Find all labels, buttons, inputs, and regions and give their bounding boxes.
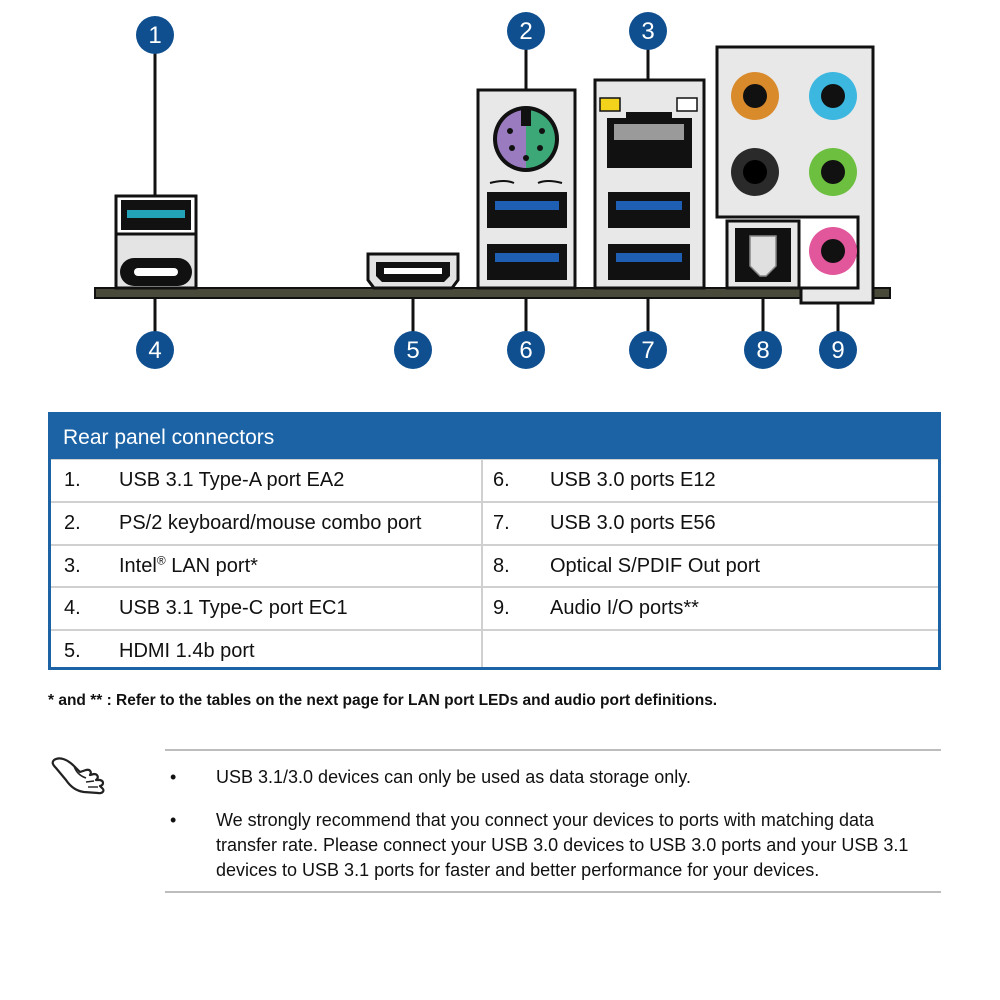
item-label: PS/2 keyboard/mouse combo port — [119, 512, 422, 535]
rear-panel-connectors-table: Rear panel connectors 1. USB 3.1 Type-A … — [48, 412, 941, 670]
bullet: • — [170, 810, 177, 830]
item-number: 4. — [64, 597, 81, 620]
table-cell: 8. Optical S/PDIF Out port — [482, 546, 938, 586]
callout-number: 6 — [519, 337, 532, 364]
table-row: 2. PS/2 keyboard/mouse combo port 7. USB… — [51, 501, 938, 543]
optical-spdif-port — [725, 219, 801, 290]
item-label: Optical S/PDIF Out port — [550, 554, 761, 577]
callout-6: 6 — [507, 331, 545, 369]
footnote: * and ** : Refer to the tables on the ne… — [48, 692, 718, 709]
callout-7: 7 — [629, 331, 667, 369]
table-cell: 5. HDMI 1.4b port — [51, 631, 481, 671]
table-title: Rear panel connectors — [51, 415, 938, 459]
audio-jack-green — [809, 148, 857, 196]
table-cell: 6. USB 3.0 ports E12 — [482, 460, 938, 501]
table-row: 5. HDMI 1.4b port — [51, 628, 938, 671]
callout-number: 1 — [148, 22, 161, 49]
table-cell: 7. USB 3.0 ports E56 — [482, 503, 938, 543]
callout-2: 2 — [507, 12, 545, 50]
usb31-type-c-port — [114, 232, 198, 290]
audio-jack-black — [731, 148, 779, 196]
note-text: USB 3.1/3.0 devices can only be used as … — [216, 767, 691, 787]
item-label-rest: LAN port* — [165, 554, 258, 577]
notes-divider-bottom — [165, 891, 941, 893]
column-divider — [481, 459, 483, 667]
item-number: 1. — [64, 469, 81, 491]
callout-number: 5 — [406, 337, 419, 364]
item-number: 8. — [493, 554, 510, 577]
callout-number: 9 — [831, 337, 844, 364]
table-cell: 3. Intel® LAN port* — [51, 546, 481, 586]
item-label: USB 3.0 ports E56 — [550, 512, 716, 535]
callout-5: 5 — [394, 331, 432, 369]
usb30-port-e6 — [608, 244, 690, 280]
table-row: 4. USB 3.1 Type-C port EC1 9. Audio I/O … — [51, 586, 938, 628]
pointing-hand-icon — [51, 757, 105, 795]
usb30-port-e2 — [487, 244, 567, 280]
audio-jack-pink — [809, 227, 857, 275]
item-label-brand: Intel — [119, 554, 157, 577]
item-number: 6. — [493, 469, 510, 491]
item-label: USB 3.0 ports E12 — [550, 469, 716, 491]
usb30-port-e5 — [608, 192, 690, 228]
note-text: We strongly recommend that you connect y… — [216, 810, 909, 880]
callout-9: 9 — [819, 331, 857, 369]
callout-1: 1 — [136, 16, 174, 54]
item-label: Audio I/O ports** — [550, 597, 699, 620]
item-label: USB 3.1 Type-A port EA2 — [119, 469, 345, 491]
lan-led-yellow — [599, 97, 621, 112]
lan-port — [607, 112, 692, 168]
table-cell: 9. Audio I/O ports** — [482, 588, 938, 628]
callout-4: 4 — [136, 331, 174, 369]
table-row: 1. USB 3.1 Type-A port EA2 6. USB 3.0 po… — [51, 459, 938, 501]
callout-number: 4 — [148, 337, 161, 364]
callout-8: 8 — [744, 331, 782, 369]
bullet: • — [170, 767, 177, 787]
callout-number: 8 — [756, 337, 769, 364]
item-number: 2. — [64, 512, 81, 535]
callout-number: 3 — [641, 18, 654, 45]
table-cell: 2. PS/2 keyboard/mouse combo port — [51, 503, 481, 543]
item-number: 3. — [64, 554, 81, 577]
audio-jack-blue — [809, 72, 857, 120]
callout-3: 3 — [629, 12, 667, 50]
lan-usb-stack — [593, 78, 706, 290]
usb31-type-a-port — [114, 194, 198, 236]
rear-panel-diagram: 1 2 3 4 5 6 7 8 9 — [94, 12, 891, 369]
lan-led-white — [676, 97, 698, 112]
usb30-port-e1 — [487, 192, 567, 228]
hdmi-port — [366, 252, 460, 290]
table-cell-empty — [482, 631, 938, 671]
callout-number: 7 — [641, 337, 654, 364]
item-number: 9. — [493, 597, 510, 620]
ps2-usb-stack — [476, 88, 577, 290]
table-cell: 4. USB 3.1 Type-C port EC1 — [51, 588, 481, 628]
item-number: 5. — [64, 639, 81, 662]
item-label: USB 3.1 Type-C port EC1 — [119, 597, 348, 620]
callout-number: 2 — [519, 18, 532, 45]
notes-divider-top — [165, 749, 941, 751]
audio-io-ports — [715, 45, 875, 305]
table-cell: 1. USB 3.1 Type-A port EA2 — [51, 460, 481, 501]
registered-mark: ® — [156, 553, 166, 568]
audio-jack-orange — [731, 72, 779, 120]
table-row: 3. Intel® LAN port* 8. Optical S/PDIF Ou… — [51, 543, 938, 586]
item-label: Intel® LAN port* — [119, 546, 258, 586]
table-body: 1. USB 3.1 Type-A port EA2 6. USB 3.0 po… — [51, 459, 938, 671]
item-number: 7. — [493, 512, 510, 535]
item-label: HDMI 1.4b port — [119, 639, 255, 662]
